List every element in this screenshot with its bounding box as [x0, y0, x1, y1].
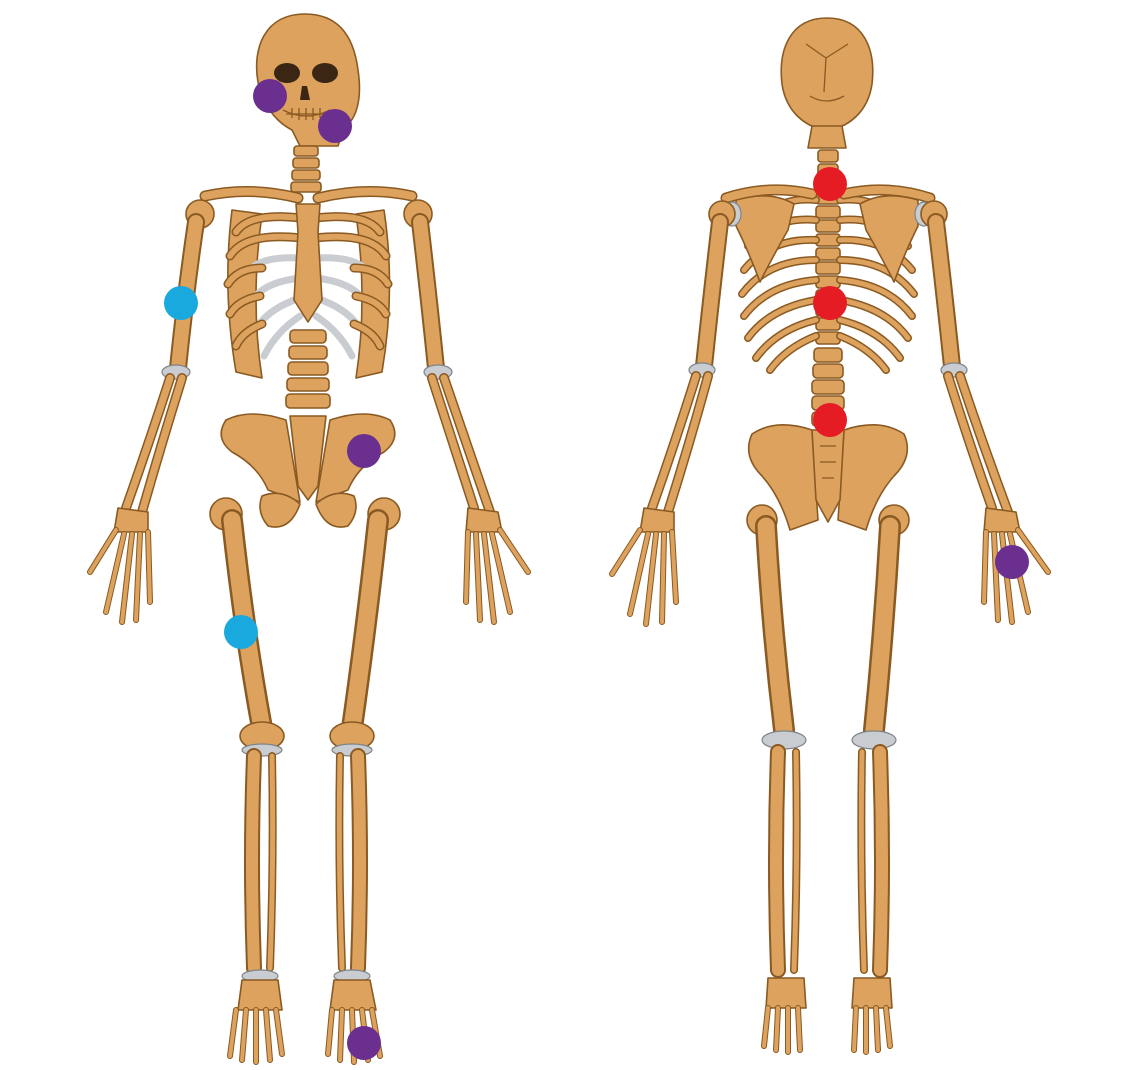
front-left-arm: [404, 200, 528, 622]
front-skeleton: [90, 14, 528, 1062]
marker-purple-right-cheek: [253, 79, 287, 113]
back-left-arm: [612, 201, 735, 624]
marker-purple-hand: [995, 545, 1029, 579]
marker-cyan-thigh: [224, 615, 258, 649]
back-skull: [781, 18, 872, 148]
marker-purple-foot: [347, 1026, 381, 1060]
marker-red-mid-spine: [813, 286, 847, 320]
marker-red-upper-spine: [813, 167, 847, 201]
back-right-arm: [921, 201, 1048, 622]
front-cervical-spine: [291, 146, 321, 192]
marker-red-lower-spine: [813, 403, 847, 437]
marker-cyan-upper-arm: [164, 286, 198, 320]
front-right-arm: [90, 200, 214, 622]
back-left-leg: [747, 505, 806, 1052]
back-right-leg: [852, 505, 909, 1052]
front-right-leg: [210, 498, 284, 1062]
front-lumbar-spine: [286, 330, 330, 408]
marker-purple-jaw: [318, 109, 352, 143]
marker-purple-hip: [347, 434, 381, 468]
front-left-leg: [328, 498, 400, 1062]
